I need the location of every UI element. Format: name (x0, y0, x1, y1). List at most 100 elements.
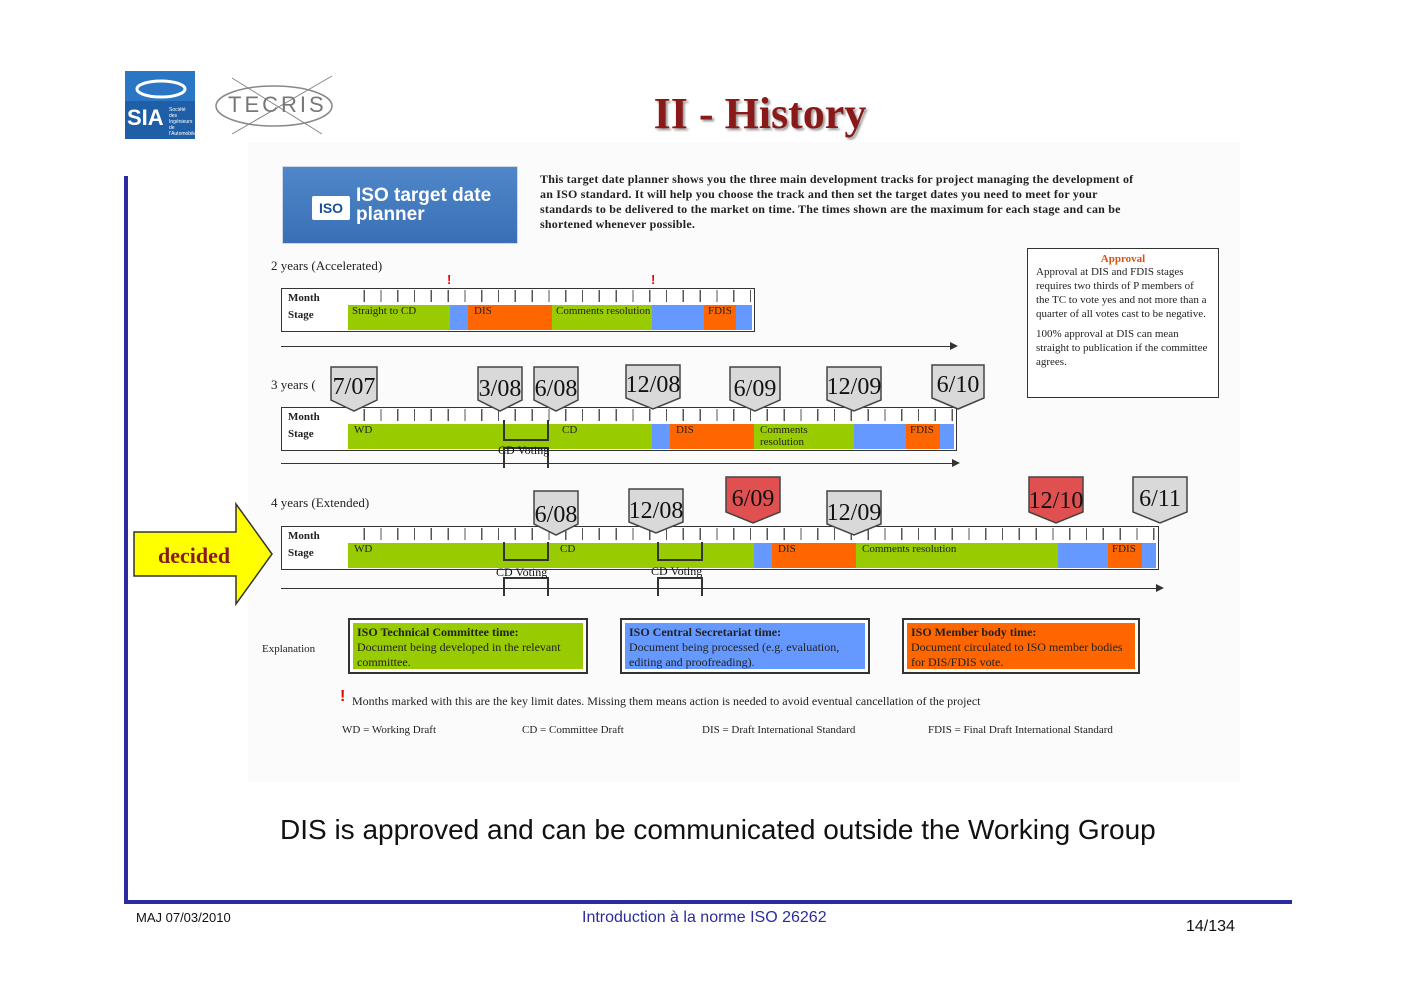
milestone-marker: 6/09 (729, 366, 781, 412)
legend-mb-body: Document circulated to ISO member bodies… (911, 640, 1123, 669)
milestone-date: 6/08 (534, 376, 578, 402)
abbrev-cd: CD = Committee Draft (522, 724, 624, 736)
stage-cs-time (736, 305, 752, 330)
voting-bracket-icon (657, 542, 703, 596)
track-standard-label: 3 years ( (271, 377, 316, 392)
slide-caption: DIS is approved and can be communicated … (280, 814, 1156, 845)
track-standard-grid: Month Stage WD CD DIS Comments resolutio… (281, 407, 957, 451)
stage-wd: WD (348, 424, 552, 449)
footer-title: Introduction à la norme ISO 26262 (582, 909, 827, 926)
stage-fdis: FDIS (1108, 543, 1142, 568)
voting-bracket-icon (503, 420, 549, 468)
milestone-marker: 12/09 (826, 490, 882, 536)
milestone-date: 12/09 (826, 374, 882, 400)
stage-dis: DIS (468, 305, 552, 330)
milestone-date: 3/08 (478, 376, 522, 402)
timeline-arrow (281, 588, 1157, 589)
milestone-date: 6/10 (936, 372, 980, 398)
stage-cs-time (652, 424, 670, 449)
approval-text-2: 100% approval at DIS can mean straight t… (1036, 328, 1208, 368)
milestone-date: 6/09 (733, 376, 777, 402)
key-limit-mark: ! (447, 272, 452, 287)
milestone-marker: 6/11 (1132, 476, 1188, 524)
row-stage-label: Stage (288, 547, 314, 559)
row-month-label: Month (288, 292, 320, 304)
stage-fdis: FDIS (906, 424, 940, 449)
row-stage-label: Stage (288, 428, 314, 440)
legend-cs-body: Document being processed (e.g. evaluatio… (629, 640, 840, 669)
decided-label: decided (158, 543, 231, 568)
row-month-label: Month (288, 530, 320, 542)
row-stage-label: Stage (288, 309, 314, 321)
iso-banner (282, 166, 518, 244)
key-limit-note: Months marked with this are the key limi… (352, 694, 981, 708)
iso-banner-title: ISO target date planner (356, 185, 492, 225)
legend-cs-time: ISO Central Secretariat time: Document b… (620, 618, 870, 674)
cd-voting-label: CD Voting (496, 565, 548, 579)
track-extended-grid: Month Stage WD CD DIS Comments resolutio… (281, 526, 1159, 570)
milestone-date: 6/11 (1139, 486, 1181, 512)
stage-straight-to-cd: Straight to CD (348, 305, 450, 330)
milestone-marker: 12/08 (628, 488, 684, 534)
voting-bracket-icon (503, 542, 549, 596)
month-strip (348, 409, 954, 421)
stage-cs-time (1142, 543, 1156, 568)
stage-cs-time (652, 305, 704, 330)
stage-cs-time (450, 305, 468, 330)
key-limit-mark: ! (340, 688, 346, 705)
sia-logo: SIA Société des Ingénieurs de l'Automobi… (125, 71, 197, 139)
sia-car-icon (125, 71, 195, 139)
legend-tc-time: ISO Technical Committee time: Document b… (348, 618, 588, 674)
stage-dis: DIS (670, 424, 754, 449)
stage-comments-resolution: Comments resolution (754, 424, 854, 449)
legend-mb-title: ISO Member body time: (911, 625, 1037, 639)
stage-fdis: FDIS (704, 305, 736, 330)
timeline-arrowhead (952, 459, 960, 467)
milestone-date: 12/09 (826, 500, 882, 526)
tecris-logo-icon (215, 75, 333, 135)
row-month-label: Month (288, 411, 320, 423)
approval-title: Approval (1100, 253, 1146, 265)
left-accent-bar (124, 176, 128, 902)
milestone-marker: 6/08 (533, 366, 579, 412)
month-strip (348, 290, 752, 302)
stage-comments-resolution: Comments resolution (552, 305, 652, 330)
stage-wd: WD (348, 543, 552, 568)
milestone-date: 12/08 (625, 372, 681, 398)
cd-voting-label: CD Voting (498, 443, 550, 457)
milestone-marker: 6/08 (533, 490, 579, 536)
decided-arrow-icon (133, 502, 273, 606)
sia-logo-subtext: Société des Ingénieurs de l'Automobile (169, 107, 197, 137)
track-extended-label: 4 years (Extended) (271, 495, 370, 510)
abbrev-dis: DIS = Draft International Standard (702, 724, 856, 736)
stage-cs-time (754, 543, 772, 568)
track-accelerated-label: 2 years (Accelerated) (271, 258, 383, 273)
approval-box: Approval Approval at DIS and FDIS stages… (1027, 248, 1219, 398)
stage-cd: CD (552, 424, 652, 449)
milestone-marker: 12/09 (826, 366, 882, 412)
tecris-logo-text: TECRIS (228, 92, 327, 117)
iso-logo: ISO (312, 196, 350, 220)
stage-dis: DIS (772, 543, 856, 568)
milestone-marker: 7/07 (330, 366, 378, 412)
legend-tc-body: Document being developed in the relevant… (357, 640, 561, 669)
timeline-arrow (281, 346, 951, 347)
milestone-marker-red: 12/10 (1028, 476, 1084, 524)
stage-cs-time (854, 424, 906, 449)
stage-cs-time (1058, 543, 1108, 568)
stage-comments-resolution: Comments resolution (856, 543, 1058, 568)
milestone-marker-red: 6/09 (725, 476, 781, 524)
page-number: 14/134 (1186, 918, 1235, 935)
milestone-date: 12/08 (628, 498, 684, 524)
bottom-accent-bar (124, 900, 1292, 904)
footer-date: MAJ 07/03/2010 (136, 910, 231, 925)
milestone-date: 6/09 (731, 486, 775, 512)
sia-logo-text: SIA (127, 105, 164, 130)
legend-cs-title: ISO Central Secretariat time: (629, 625, 782, 639)
abbrev-fdis: FDIS = Final Draft International Standar… (928, 724, 1113, 736)
abbrev-wd: WD = Working Draft (342, 724, 437, 736)
tecris-logo: TECRIS (212, 72, 340, 140)
cd-voting-label: CD Voting (651, 564, 703, 578)
legend-tc-title: ISO Technical Committee time: (357, 625, 519, 639)
track-accelerated-grid: Month Stage Straight to CD DIS Comments … (281, 288, 755, 332)
